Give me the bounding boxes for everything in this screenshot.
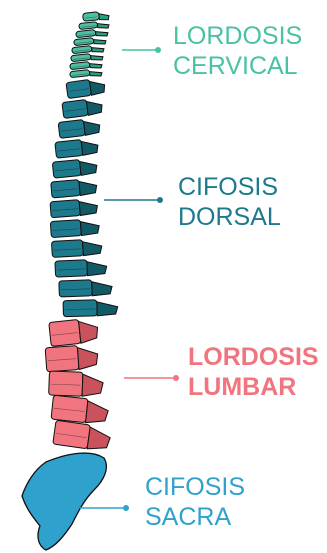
label-cervical-line2: CERVICAL [173, 51, 302, 81]
label-cifosis-sacra: CIFOSIS SACRA [145, 472, 245, 532]
label-lordosis-cervical: LORDOSIS CERVICAL [173, 21, 302, 81]
dorsal-vertebra-9 [51, 239, 102, 258]
label-sacral-line2: SACRA [145, 502, 245, 532]
lumbar-vertebra-3 [49, 371, 104, 397]
dorsal-vertebra-6 [51, 178, 98, 198]
label-dorsal-line2: DORSAL [178, 202, 281, 232]
sacral-connector-dot [123, 505, 129, 511]
lumbar-vertebra-5 [53, 420, 112, 452]
label-sacral-line1: CIFOSIS [145, 472, 245, 502]
dorsal-connector-dot [157, 197, 163, 203]
label-cervical-line1: LORDOSIS [173, 21, 302, 51]
dorsal-vertebra-4 [55, 138, 99, 158]
lumbar-vertebra-2 [45, 344, 99, 372]
lumbar-connector-dot [173, 375, 179, 381]
dorsal-vertebra-3 [58, 118, 101, 139]
label-lordosis-lumbar: LORDOSIS LUMBAR [188, 342, 319, 402]
dorsal-vertebra-8 [50, 218, 99, 237]
label-lumbar-line2: LUMBAR [188, 372, 319, 402]
lumbar-vertebra-1 [49, 318, 99, 347]
cervical-vertebra-8 [70, 68, 103, 79]
cervical-vertebra-1 [83, 11, 110, 23]
vertebral-column [45, 11, 118, 452]
dorsal-vertebra-10 [55, 259, 107, 277]
dorsal-vertebra-5 [52, 158, 97, 178]
dorsal-vertebra-7 [50, 198, 98, 218]
sacrum-coccyx [22, 453, 106, 550]
label-cifosis-dorsal: CIFOSIS DORSAL [178, 172, 281, 232]
label-lumbar-line1: LORDOSIS [188, 342, 319, 372]
dorsal-vertebra-2 [62, 98, 103, 119]
label-dorsal-line1: CIFOSIS [178, 172, 281, 202]
dorsal-vertebra-1 [66, 77, 106, 98]
dorsal-vertebra-11 [59, 279, 113, 297]
dorsal-vertebra-12 [63, 299, 118, 316]
cervical-connector-dot [155, 47, 161, 53]
